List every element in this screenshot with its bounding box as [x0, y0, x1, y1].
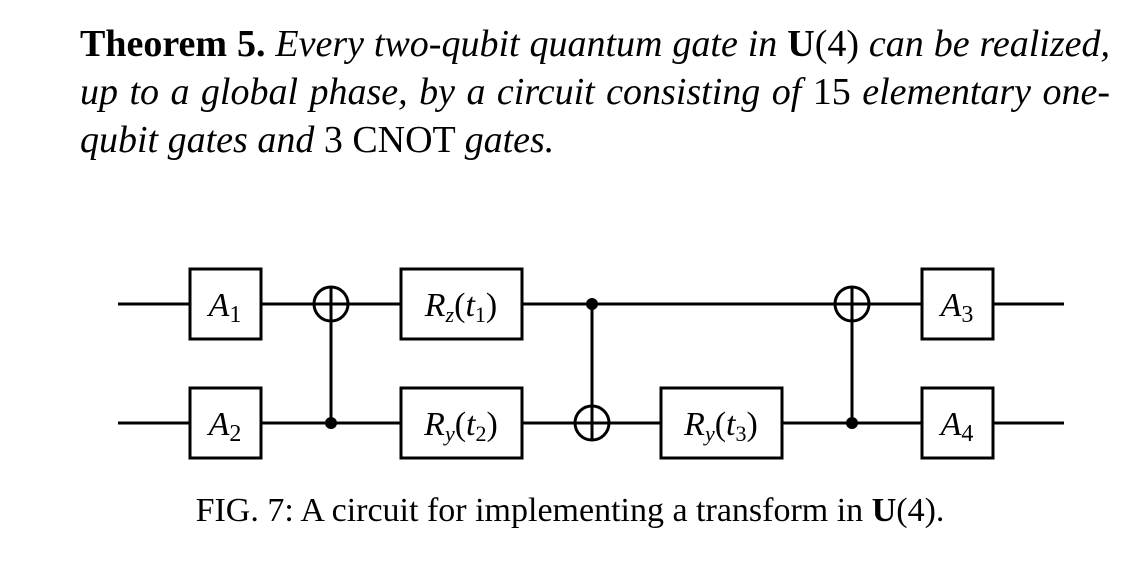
gate-a4-box: [920, 386, 995, 460]
gate-ry-t2-paren-close: ): [487, 406, 498, 443]
gate-ry-t3-letter: R: [683, 406, 705, 443]
gate-ry-t2-var-sub: 2: [476, 421, 487, 446]
gate-a4-letter: A: [939, 406, 962, 443]
gate-ry-t2-box: [399, 386, 524, 460]
gate-a2-sub: 2: [229, 421, 241, 447]
gate-rz-t1-letter: R: [424, 287, 446, 324]
caption-prefix: FIG. 7: A circuit for implementing a tra…: [195, 492, 864, 529]
cnot-gate-1: [312, 285, 350, 429]
gate-rz-t1-var: t: [465, 287, 476, 324]
gate-ry-t2-var: t: [466, 406, 477, 443]
gate-a3-sub: 3: [961, 302, 973, 328]
theorem-text-2: can be realized, up to a global phase, b…: [80, 23, 1111, 113]
gate-rz-t1-paren-open: (: [454, 287, 465, 324]
theorem-group-symbol: U: [787, 23, 815, 65]
theorem-num-cnot: 3: [323, 119, 343, 161]
gate-a4: A4: [920, 386, 995, 460]
theorem-label: Theorem 5.: [80, 23, 266, 65]
gate-a3: A3: [920, 267, 995, 341]
gate-rz-t1-var-sub: 1: [475, 302, 486, 327]
gate-a4-label: A4: [939, 406, 974, 447]
gate-rz-t1-paren-close: ): [486, 287, 497, 324]
gate-ry-t2: Ry(t2): [399, 386, 524, 460]
cnot-1-control-dot: [325, 417, 337, 429]
theorem-block: Theorem 5. Every two-qubit quantum gate …: [80, 20, 1110, 164]
caption-group-arg: (4).: [896, 492, 945, 529]
theorem-num-one-qubit: 15: [812, 71, 851, 113]
gate-a3-label: A3: [939, 287, 974, 328]
cnot-gate-2: [573, 298, 611, 442]
gate-a4-sub: 4: [961, 421, 973, 447]
figure-caption: FIG. 7: A circuit for implementing a tra…: [0, 492, 1140, 530]
gate-ry-t3-label: Ry(t3): [683, 406, 758, 446]
cnot-gate-3: [833, 285, 871, 429]
cnot-3-control-dot: [846, 417, 858, 429]
gate-a1-label: A1: [207, 287, 242, 328]
gate-a2: A2: [188, 386, 263, 460]
gate-a2-label: A2: [207, 406, 242, 447]
gate-rz-t1-box: [399, 267, 524, 341]
cnot-2-control-dot: [586, 298, 598, 310]
gate-ry-t2-letter: R: [423, 406, 445, 443]
gate-rz-t1: Rz(t1): [399, 267, 524, 341]
gate-rz-t1-sub: z: [445, 302, 455, 327]
gate-a2-box: [188, 386, 263, 460]
gate-ry-t3-paren-close: ): [747, 406, 758, 443]
gate-a3-letter: A: [939, 287, 962, 324]
gate-ry-t3-var: t: [726, 406, 737, 443]
gate-a3-box: [920, 267, 995, 341]
theorem-text-3: elementary one-qubit gates and: [80, 71, 1111, 161]
gate-a1-letter: A: [207, 287, 230, 324]
gate-ry-t3-var-sub: 3: [736, 421, 747, 446]
gate-ry-t2-sub: y: [443, 421, 455, 446]
gate-ry-t3: Ry(t3): [659, 386, 784, 460]
theorem-text-1: Every two-qubit quantum gate in: [275, 23, 778, 65]
gate-a2-letter: A: [207, 406, 230, 443]
caption-group-symbol: U: [871, 492, 897, 529]
theorem-group-arg: (4): [814, 23, 859, 65]
gate-ry-t3-sub: y: [703, 421, 715, 446]
gate-a1-sub: 1: [229, 302, 241, 328]
gate-rz-t1-label: Rz(t1): [424, 287, 497, 327]
gate-ry-t3-box: [659, 386, 784, 460]
gate-ry-t3-paren-open: (: [715, 406, 726, 443]
theorem-cnot-word: CNOT: [352, 119, 456, 161]
gate-a1: A1: [188, 267, 263, 341]
theorem-text-4: gates.: [464, 119, 555, 161]
gate-ry-t2-paren-open: (: [455, 406, 466, 443]
gate-a1-box: [188, 267, 263, 341]
gate-ry-t2-label: Ry(t2): [423, 406, 498, 446]
